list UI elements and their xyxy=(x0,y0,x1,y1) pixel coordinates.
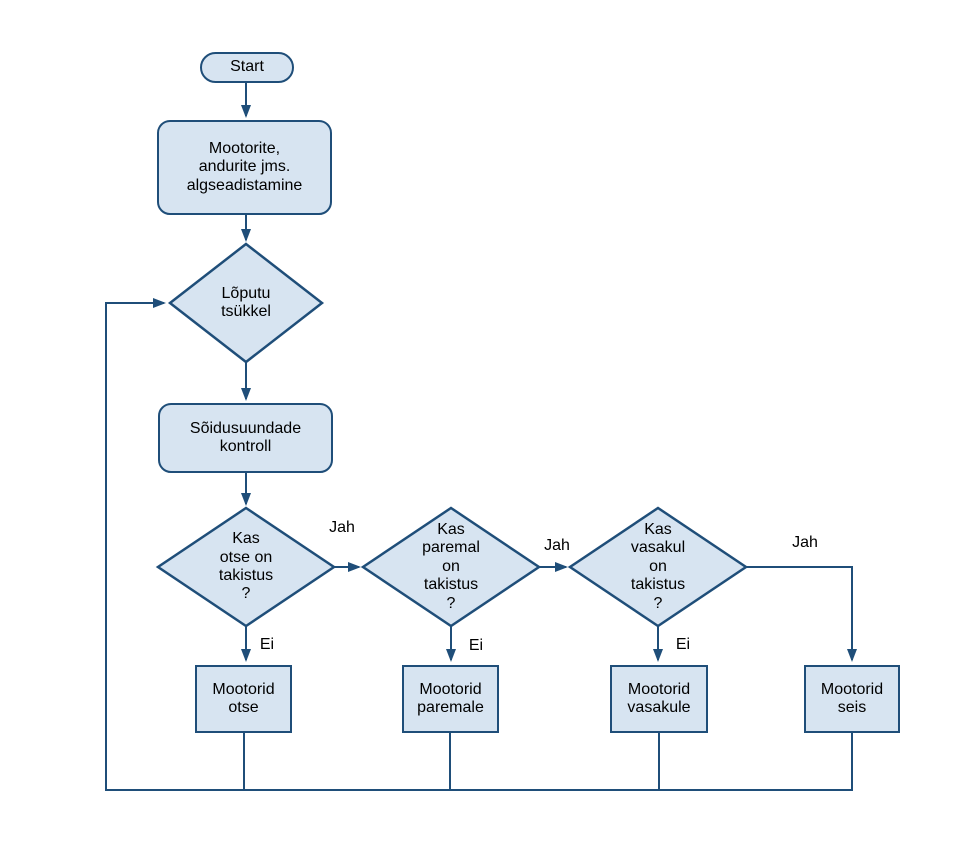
jah-label-right: Jah xyxy=(544,537,570,554)
motors-right-node: Mootorid paremale xyxy=(402,665,499,733)
motors-stop-node: Mootorid seis xyxy=(804,665,900,733)
infinite-loop-diamond xyxy=(167,242,325,364)
return-line-loopback xyxy=(105,298,853,791)
init-node: Mootorite, andurite jms. algseadistamine xyxy=(157,120,332,215)
motors-left-node: Mootorid vasakule xyxy=(610,665,708,733)
ei-label-front: Ei xyxy=(259,636,275,653)
ei-label-right: Ei xyxy=(468,637,484,654)
edge-qleft-to-stop-jah xyxy=(746,566,857,662)
obstacle-ahead-diamond xyxy=(155,506,337,628)
obstacle-right-diamond xyxy=(360,506,542,628)
obstacle-left-diamond xyxy=(567,506,749,628)
drive-direction-check-node: Sõidusuundade kontroll xyxy=(158,403,333,473)
motors-straight-node: Mootorid otse xyxy=(195,665,292,733)
ei-label-left: Ei xyxy=(675,636,691,653)
jah-label-front: Jah xyxy=(329,519,355,536)
start-node: Start xyxy=(200,52,294,83)
jah-label-left: Jah xyxy=(792,534,818,551)
